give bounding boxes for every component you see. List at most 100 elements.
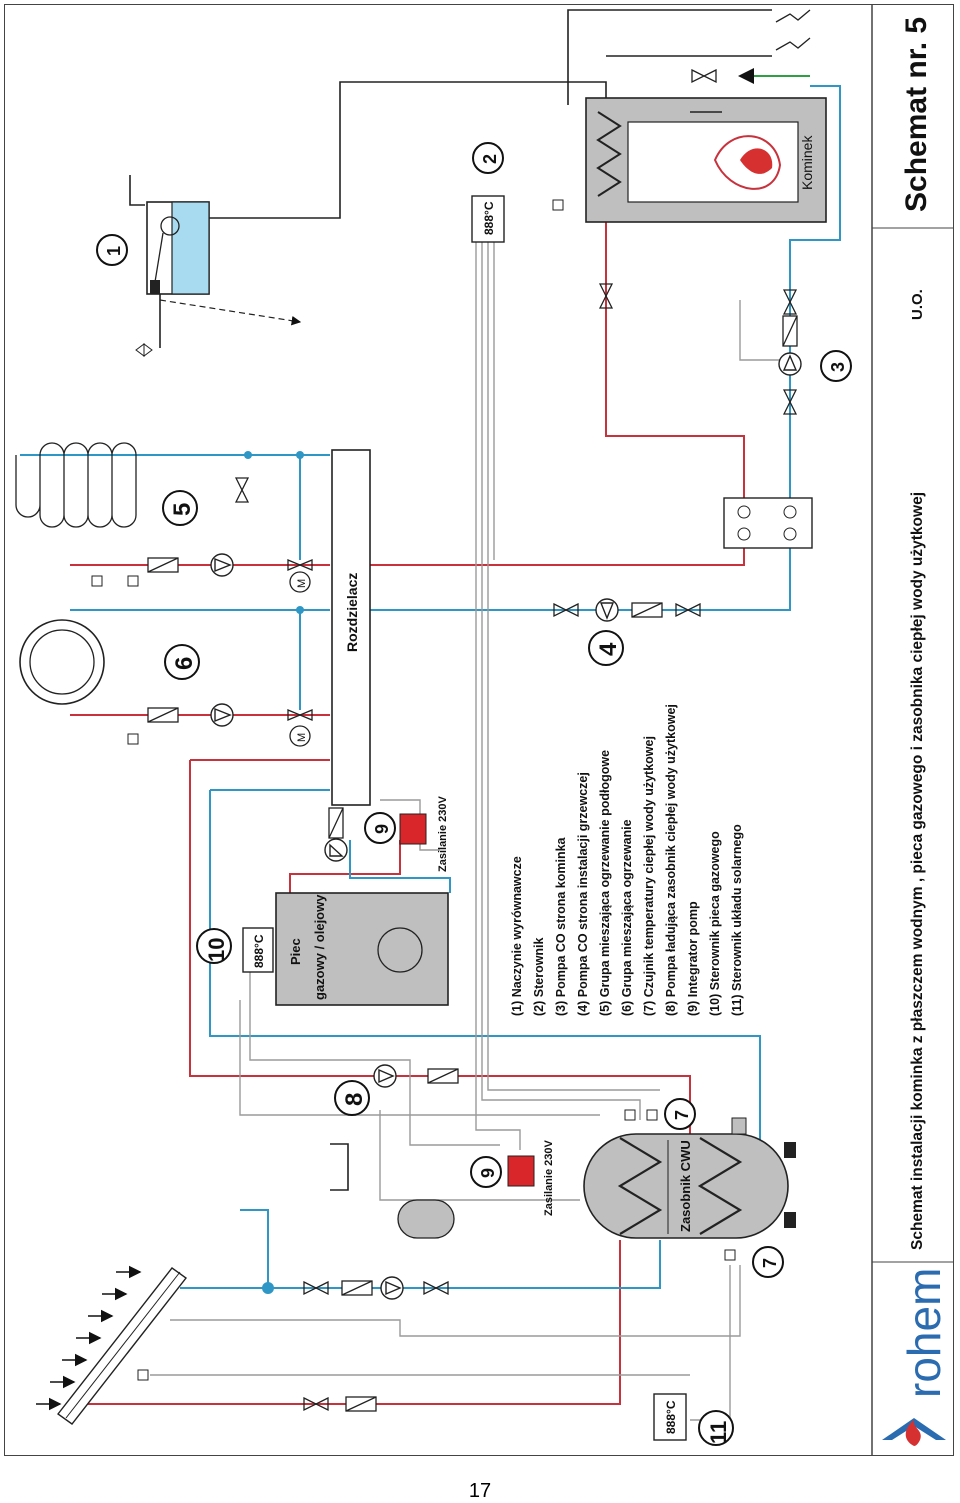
kominek-fireplace: Kominek — [585, 97, 827, 223]
ball-valve-icon — [782, 289, 798, 315]
scheme-number: Schemat nr. 5 — [900, 17, 933, 212]
marker-2: 2 — [472, 142, 504, 174]
pump-3-icon — [778, 352, 802, 376]
svg-text:10: 10 — [204, 938, 229, 962]
zasobnik-cwu-tank: Zasobnik CWU — [583, 1117, 796, 1239]
rohem-logo: rohem — [882, 1268, 950, 1446]
svg-text:Zasilanie 230V: Zasilanie 230V — [437, 796, 449, 872]
sensor-icon — [127, 575, 139, 587]
svg-text:5: 5 — [169, 503, 196, 516]
ball-valve-icon — [423, 1280, 449, 1296]
title-suffix: U.O. — [909, 289, 926, 320]
marker-9a: 9 — [364, 812, 396, 844]
logo-flame-icon — [905, 1420, 921, 1446]
svg-text:7: 7 — [672, 1110, 692, 1120]
svg-text:888°C: 888°C — [482, 201, 496, 235]
check-valve-icon — [782, 315, 798, 347]
expansion-vessel — [135, 201, 210, 357]
display-10: 888°C — [242, 927, 274, 973]
svg-text:Zasilanie 230V: Zasilanie 230V — [543, 1140, 555, 1216]
svg-text:11: 11 — [706, 1421, 731, 1444]
mixing-valve-5: M — [287, 559, 313, 593]
svg-text:1: 1 — [104, 246, 124, 256]
svg-text:6: 6 — [171, 657, 198, 670]
pump-8-icon — [373, 1064, 397, 1088]
svg-text:7: 7 — [760, 1258, 780, 1268]
marker-4: 4 — [588, 630, 624, 666]
radiator-icon — [19, 619, 105, 705]
ball-valve-icon — [782, 389, 798, 415]
pump-9-icon — [324, 838, 348, 862]
legend-item: (10) Sterownik pieca gazowego — [708, 831, 722, 1016]
sensor-icon — [127, 733, 139, 745]
ball-valve-icon — [553, 602, 579, 618]
sensor-icon — [624, 1109, 636, 1121]
hydraulic-separator — [723, 497, 813, 549]
legend-item: (5) Grupa mieszająca ogrzewanie podłogow… — [598, 750, 612, 1016]
svg-text:888°C: 888°C — [252, 934, 266, 968]
marker-9b: 9 — [470, 1156, 502, 1188]
ball-valve-icon — [303, 1396, 329, 1412]
page-number: 17 — [468, 1480, 492, 1502]
svg-text:Rozdzielacz: Rozdzielacz — [344, 573, 360, 652]
ball-valve-icon — [598, 283, 614, 309]
check-valve-icon — [631, 602, 663, 618]
marker-5: 5 — [162, 490, 198, 526]
marker-3: 3 — [820, 350, 852, 382]
legend-item: (2) Sterownik — [532, 937, 546, 1016]
svg-text:4: 4 — [595, 642, 622, 656]
ball-valve-icon — [234, 477, 250, 503]
pump-5-icon — [210, 553, 234, 577]
pump-solar-icon — [380, 1276, 404, 1300]
piec-boiler: Piec gazowy / olejowy — [275, 892, 449, 1006]
marker-7b: 7 — [752, 1246, 784, 1278]
legend-item: (1) Naczynie wyrównawcze — [510, 856, 524, 1016]
check-valve-icon — [345, 1396, 377, 1412]
marker-7a: 7 — [664, 1098, 696, 1130]
underfloor-coil-icon — [15, 442, 137, 528]
logo-house-icon — [882, 1418, 946, 1440]
page-frame — [4, 4, 954, 1456]
marker-8: 8 — [334, 1080, 370, 1116]
ball-valve-icon — [675, 602, 701, 618]
check-valve-icon — [427, 1068, 459, 1084]
sensor-icon — [137, 1369, 149, 1381]
legend-item: (6) Grupa mieszająca ogrzewanie — [620, 819, 634, 1016]
integrator-pomp-1: Zasilanie 230V — [399, 796, 449, 872]
svg-text:3: 3 — [828, 362, 848, 372]
legend-item: (11) Sterownik układu solarnego — [730, 824, 744, 1016]
solar-collector — [36, 1265, 188, 1425]
ball-valve-icon — [303, 1280, 329, 1296]
legend-item: (8) Pompa ładująca zasobnik ciepłej wody… — [664, 704, 678, 1016]
marker-10: 10 — [196, 928, 232, 964]
svg-text:8: 8 — [341, 1093, 368, 1106]
mixing-valve-6: M — [287, 709, 313, 747]
rozdzielacz-manifold: Rozdzielacz — [331, 449, 371, 806]
integrator-pomp-2: Zasilanie 230V — [507, 1140, 555, 1216]
diagram-title: Schemat instalacji kominka z płaszczem w… — [909, 492, 926, 1250]
legend-item: (9) Integrator pomp — [686, 901, 700, 1016]
solar-expansion-tank — [397, 1199, 455, 1239]
svg-text:Piec: Piec — [288, 938, 303, 965]
svg-text:M: M — [296, 579, 308, 588]
thermostatic-valve-icon — [691, 68, 717, 84]
logo-text: rohem — [898, 1268, 950, 1398]
legend-item: (7) Czujnik temperatury ciepłej wody uży… — [642, 736, 656, 1016]
marker-11: 11 — [698, 1410, 734, 1446]
svg-text:2: 2 — [480, 154, 500, 164]
kominek-label: Kominek — [799, 135, 815, 190]
svg-text:9: 9 — [372, 824, 392, 834]
svg-text:gazowy / olejowy: gazowy / olejowy — [312, 894, 327, 1000]
check-valve-icon — [341, 1280, 373, 1296]
display-11: 888°C — [653, 1393, 687, 1441]
marker-6: 6 — [164, 644, 200, 680]
legend-item: (3) Pompa CO strona kominka — [554, 836, 568, 1016]
check-valve-icon — [147, 557, 179, 573]
sensor-icon — [91, 575, 103, 587]
svg-text:9: 9 — [478, 1168, 498, 1178]
check-valve-icon — [147, 707, 179, 723]
sensor-icon — [552, 199, 564, 211]
svg-text:888°C: 888°C — [664, 1400, 678, 1434]
pump-4-icon — [595, 598, 619, 622]
marker-1: 1 — [96, 234, 128, 266]
